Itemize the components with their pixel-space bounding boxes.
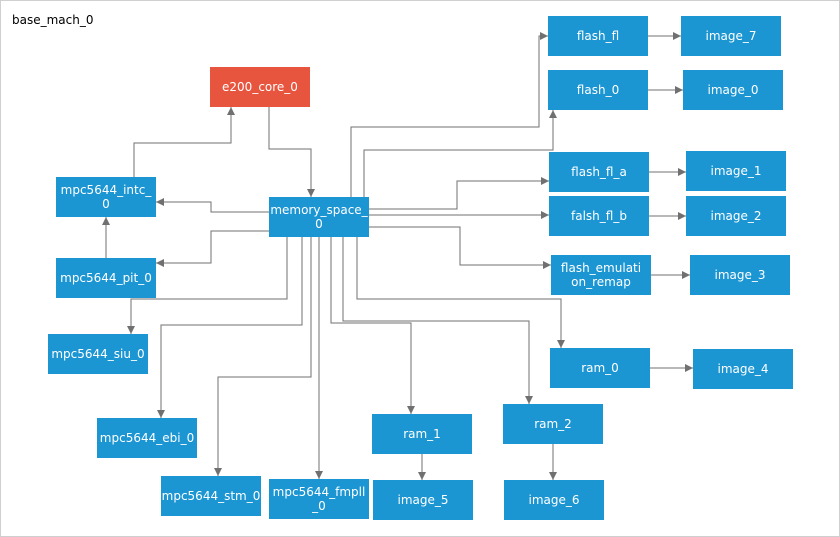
node-image-0[interactable]: image_0 <box>683 70 783 110</box>
node-image-4[interactable]: image_4 <box>693 349 793 389</box>
edge-memory-to-flash-emulation <box>369 226 551 269</box>
node-mpc5644-stm-0[interactable]: mpc5644_stm_0 <box>161 476 261 516</box>
edge-memory-to-flash-0 <box>363 110 557 197</box>
node-image-3[interactable]: image_3 <box>690 255 790 295</box>
node-falsh-fl-b[interactable]: falsh_fl_b <box>549 196 649 236</box>
node-image-2[interactable]: image_2 <box>686 196 786 236</box>
edge-memory-to-ebi <box>157 237 303 418</box>
edge-core-to-memory <box>268 107 315 197</box>
node-image-7[interactable]: image_7 <box>681 16 781 56</box>
edge-memory-to-pit <box>156 230 269 267</box>
node-mpc5644-siu-0[interactable]: mpc5644_siu_0 <box>48 334 148 374</box>
edge-memory-to-ram-2 <box>342 237 533 404</box>
node-mpc5644-ebi-0[interactable]: mpc5644_ebi_0 <box>97 418 197 458</box>
edge-memory-to-intc <box>156 198 269 213</box>
node-mpc5644-intc-0[interactable]: mpc5644_intc_ 0 <box>56 177 156 217</box>
node-flash-0[interactable]: flash_0 <box>548 70 648 110</box>
edge-memory-to-siu <box>127 237 288 334</box>
edge-memory-to-ram-0 <box>356 237 565 348</box>
node-memory-space-0[interactable]: memory_space_ 0 <box>269 197 369 237</box>
node-flash-fl[interactable]: flash_fl <box>548 16 648 56</box>
edge-memory-to-flash-fl-a <box>369 177 549 210</box>
diagram-title: base_mach_0 <box>12 13 94 27</box>
node-image-1[interactable]: image_1 <box>686 151 786 191</box>
edge-memory-to-stm <box>214 237 312 476</box>
edge-memory-to-ram-1 <box>330 237 415 414</box>
edge-memory-to-flash-fl <box>350 32 548 197</box>
edge-intc-to-core <box>133 107 235 177</box>
node-image-6[interactable]: image_6 <box>504 480 604 520</box>
node-mpc5644-pit-0[interactable]: mpc5644_pit_0 <box>56 258 156 298</box>
node-flash-fl-a[interactable]: flash_fl_a <box>549 152 649 192</box>
node-ram-1[interactable]: ram_1 <box>372 414 472 454</box>
node-mpc5644-fmpll-0[interactable]: mpc5644_fmpll _0 <box>269 479 369 519</box>
node-ram-2[interactable]: ram_2 <box>503 404 603 444</box>
node-flash-emulation-remap[interactable]: flash_emulati on_remap <box>551 255 651 295</box>
node-image-5[interactable]: image_5 <box>373 480 473 520</box>
node-e200-core-0[interactable]: e200_core_0 <box>210 67 310 107</box>
node-ram-0[interactable]: ram_0 <box>550 348 650 388</box>
